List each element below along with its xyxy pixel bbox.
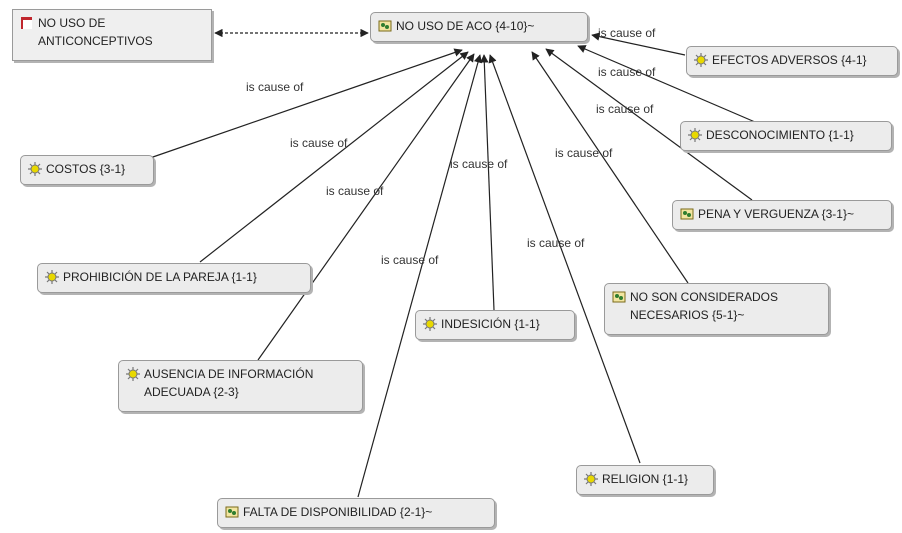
node-label: PENA Y VERGUENZA {3-1}~ (698, 207, 854, 221)
node-indesicion[interactable]: INDESICIÓN {1-1} (415, 310, 575, 340)
node-no-uso-de-aco[interactable]: NO USO DE ACO {4-10}~ (370, 12, 588, 42)
node-label: NO USO DE ACO {4-10}~ (396, 19, 535, 33)
node-label: PROHIBICIÓN DE LA PAREJA {1-1} (63, 270, 257, 284)
cause-link (545, 48, 753, 201)
node-prohibicion-de-la-pareja[interactable]: PROHIBICIÓN DE LA PAREJA {1-1} (37, 263, 311, 293)
node-efectos-adversos[interactable]: EFECTOS ADVERSOS {4-1} (686, 46, 898, 76)
edge-label: is cause of (527, 236, 585, 250)
cause-link (149, 48, 463, 159)
code-sun-icon (45, 270, 59, 284)
code-group-icon (680, 208, 694, 220)
edge-label: is cause of (290, 136, 348, 150)
code-group-icon (612, 291, 626, 303)
node-falta-de-disponibilidad[interactable]: FALTA DE DISPONIBILIDAD {2-1}~ (217, 498, 495, 528)
code-group-icon (225, 506, 239, 518)
edge-label: is cause of (326, 184, 384, 198)
node-label: FALTA DE DISPONIBILIDAD {2-1}~ (243, 505, 433, 519)
cause-link (199, 51, 469, 263)
edge-label: is cause of (381, 253, 439, 267)
node-label: DESCONOCIMIENTO {1-1} (706, 128, 854, 142)
edge-label: is cause of (555, 146, 613, 160)
code-sun-icon (28, 162, 42, 176)
code-sun-icon (423, 317, 437, 331)
node-no-son-considerados-necesarios[interactable]: NO SON CONSIDERADOS NECESARIOS {5-1}~ (604, 283, 829, 335)
code-group-icon (378, 20, 392, 32)
cause-link (531, 51, 689, 284)
node-label: NO SON CONSIDERADOS NECESARIOS {5-1}~ (630, 290, 779, 322)
node-costos[interactable]: COSTOS {3-1} (20, 155, 154, 185)
node-desconocimiento[interactable]: DESCONOCIMIENTO {1-1} (680, 121, 892, 151)
node-label: NO USO DE ANTICONCEPTIVOS (38, 16, 153, 48)
code-sun-icon (694, 53, 708, 67)
node-label: AUSENCIA DE INFORMACIÓN ADECUADA {2-3} (144, 367, 314, 399)
edge-label: is cause of (598, 26, 656, 40)
node-label: RELIGION {1-1} (602, 472, 689, 486)
cause-link (357, 54, 483, 498)
code-sun-icon (584, 472, 598, 486)
node-label: COSTOS {3-1} (46, 162, 126, 176)
node-ausencia-de-informacion[interactable]: AUSENCIA DE INFORMACIÓN ADECUADA {2-3} (118, 360, 363, 412)
cause-link (591, 32, 686, 56)
edge-label: is cause of (450, 157, 508, 171)
cause-link (257, 53, 475, 361)
cause-link (577, 45, 756, 123)
node-religion[interactable]: RELIGION {1-1} (576, 465, 714, 495)
cause-link (480, 54, 495, 311)
edge-label: is cause of (246, 80, 304, 94)
edge-label: is cause of (596, 102, 654, 116)
node-label: INDESICIÓN {1-1} (441, 317, 540, 331)
edge-label: is cause of (598, 65, 656, 79)
cause-link (488, 54, 641, 464)
document-node-no-uso-anticonceptivos[interactable]: NO USO DE ANTICONCEPTIVOS (12, 9, 212, 61)
document-icon (21, 17, 32, 29)
code-sun-icon (126, 367, 140, 381)
code-sun-icon (688, 128, 702, 142)
node-label: EFECTOS ADVERSOS {4-1} (712, 53, 867, 67)
node-pena-y-verguenza[interactable]: PENA Y VERGUENZA {3-1}~ (672, 200, 892, 230)
